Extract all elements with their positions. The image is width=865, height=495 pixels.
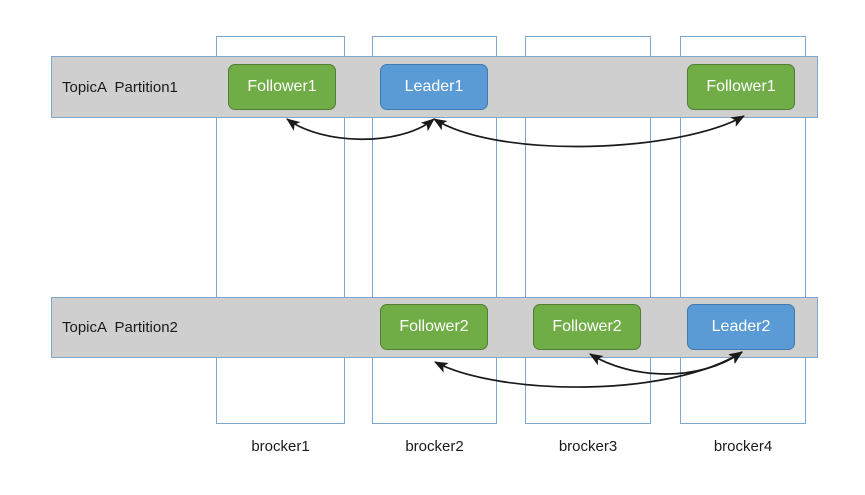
broker-column-brocker3: [525, 36, 651, 424]
broker-label-brocker2: brocker2: [405, 438, 464, 455]
broker-label-brocker3: brocker3: [558, 438, 618, 455]
node-follower1-brocker1: Follower1: [228, 64, 336, 110]
broker-column-brocker1: [216, 36, 345, 424]
node-follower1-brocker4: Follower1: [687, 64, 795, 110]
partition-label-partition1: TopicA Partition1: [62, 79, 178, 96]
broker-label-brocker1: brocker1: [251, 438, 310, 455]
node-leader1-brocker2: Leader1: [380, 64, 488, 110]
broker-column-brocker4: [680, 36, 806, 424]
node-leader2-brocker4: Leader2: [687, 304, 795, 350]
partition-label-partition2: TopicA Partition2: [62, 319, 178, 336]
broker-label-brocker4: brocker4: [713, 438, 773, 455]
node-follower2-brocker3: Follower2: [533, 304, 641, 350]
broker-column-brocker2: [372, 36, 497, 424]
node-follower2-brocker2: Follower2: [380, 304, 488, 350]
